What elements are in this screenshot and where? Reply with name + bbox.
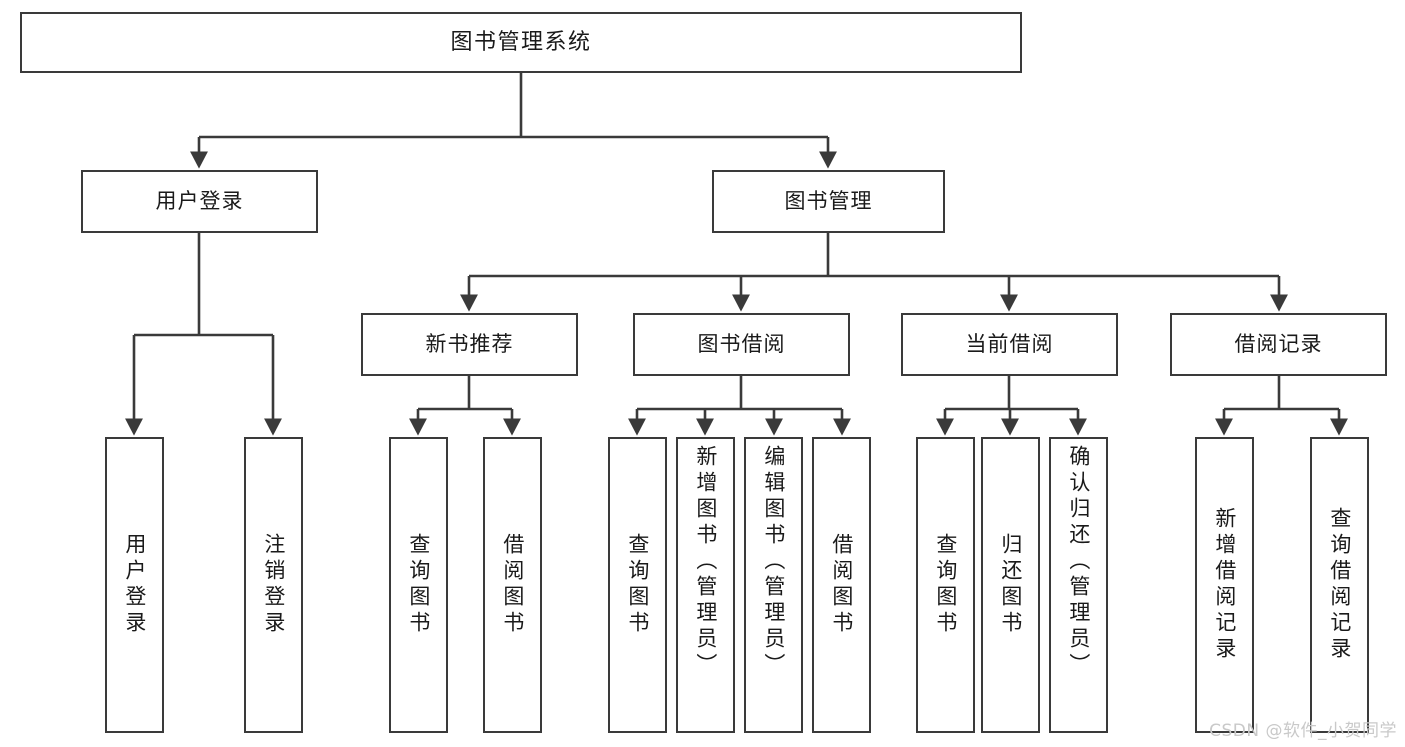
node-label: 确认归还（管理员）: [1066, 445, 1091, 679]
node-user-login[interactable]: 用户登录: [81, 170, 318, 233]
csdn-watermark: CSDN @软件_小贺同学: [1209, 721, 1397, 741]
node-borrow-record[interactable]: 借阅记录: [1170, 313, 1387, 376]
leaf-current-borrow-return-book[interactable]: 归还图书: [981, 437, 1040, 733]
node-label: 查询图书: [625, 533, 650, 637]
node-label: 用户登录: [122, 533, 147, 637]
node-label: 新增借阅记录: [1212, 507, 1237, 663]
node-label: 借阅图书: [829, 533, 854, 637]
leaf-user-login-logout[interactable]: 注销登录: [244, 437, 303, 733]
node-label: 查询图书: [933, 533, 958, 637]
leaf-new-book-borrow-book[interactable]: 借阅图书: [483, 437, 542, 733]
node-label: 编辑图书（管理员）: [761, 445, 786, 679]
node-book-borrow[interactable]: 图书借阅: [633, 313, 850, 376]
node-label: 借阅图书: [500, 533, 525, 637]
node-label: 当前借阅: [965, 332, 1054, 357]
node-label: 用户登录: [155, 189, 244, 214]
node-label: 图书管理系统: [450, 29, 592, 55]
node-label: 归还图书: [998, 533, 1023, 637]
node-current-borrow[interactable]: 当前借阅: [901, 313, 1118, 376]
node-label: 查询借阅记录: [1327, 507, 1352, 663]
node-label: 新增图书（管理员）: [693, 445, 718, 679]
node-label: 借阅记录: [1234, 332, 1323, 357]
leaf-user-login-login[interactable]: 用户登录: [105, 437, 164, 733]
node-label: 注销登录: [261, 533, 286, 637]
leaf-book-borrow-edit-book-admin[interactable]: 编辑图书（管理员）: [744, 437, 803, 733]
leaf-current-borrow-confirm-return-admin[interactable]: 确认归还（管理员）: [1049, 437, 1108, 733]
node-book-management[interactable]: 图书管理: [712, 170, 945, 233]
leaf-book-borrow-query-book[interactable]: 查询图书: [608, 437, 667, 733]
leaf-borrow-record-add-record[interactable]: 新增借阅记录: [1195, 437, 1254, 733]
leaf-borrow-record-query-record[interactable]: 查询借阅记录: [1310, 437, 1369, 733]
leaf-new-book-query-book[interactable]: 查询图书: [389, 437, 448, 733]
node-label: 图书管理: [784, 189, 873, 214]
node-root-system[interactable]: 图书管理系统: [20, 12, 1022, 73]
leaf-book-borrow-borrow-book[interactable]: 借阅图书: [812, 437, 871, 733]
node-label: 图书借阅: [697, 332, 786, 357]
leaf-current-borrow-query-book[interactable]: 查询图书: [916, 437, 975, 733]
node-label: 查询图书: [406, 533, 431, 637]
leaf-book-borrow-add-book-admin[interactable]: 新增图书（管理员）: [676, 437, 735, 733]
node-label: 新书推荐: [425, 332, 514, 357]
node-new-book-recommend[interactable]: 新书推荐: [361, 313, 578, 376]
